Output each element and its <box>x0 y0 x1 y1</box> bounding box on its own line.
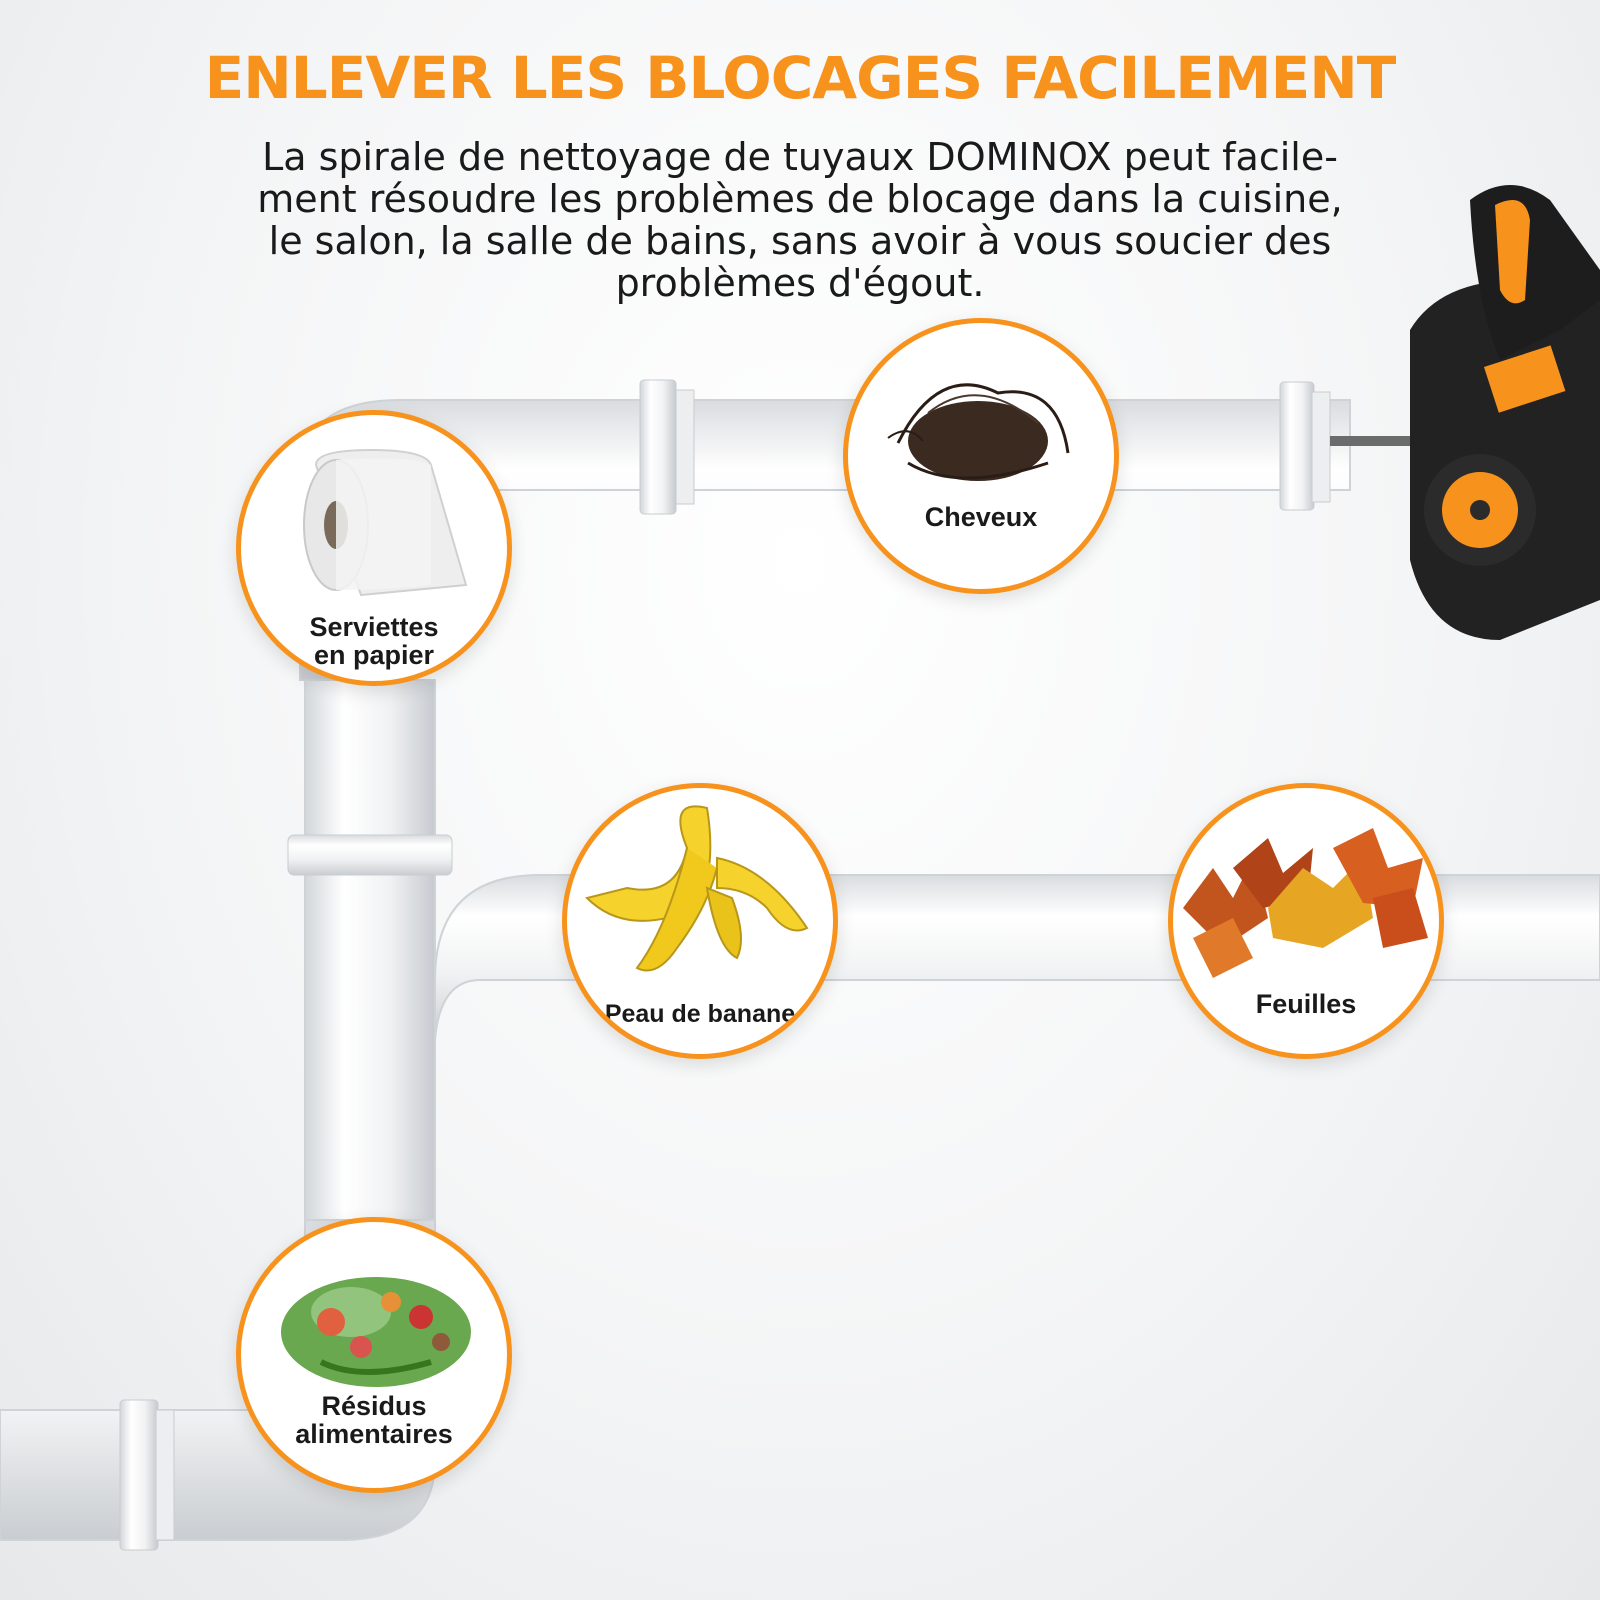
pipe-coupling <box>1279 381 1315 511</box>
pipe-coupling <box>675 389 695 505</box>
description-line: le salon, la salle de bains, sans avoir … <box>268 219 1332 263</box>
badge-label: alimentaires <box>295 1419 453 1449</box>
badge-label: Peau de banane <box>604 1000 796 1028</box>
description-line: La spirale de nettoyage de tuyaux DOMINO… <box>262 135 1338 179</box>
pipe-coupling <box>155 1409 175 1541</box>
badge-banana-peel: Peau de banane <box>562 783 838 1059</box>
badge-food-waste: Résidus alimentaires <box>236 1217 512 1493</box>
pipe-coupling <box>639 379 677 515</box>
auger-cable <box>1330 436 1420 446</box>
tool-knob-center <box>1470 500 1490 520</box>
badge-label: Résidus <box>321 1391 427 1421</box>
food-waste-icon <box>281 1277 471 1387</box>
hair-clump-icon <box>887 383 1070 481</box>
description-line: ment résoudre les problèmes de blocage d… <box>257 177 1343 221</box>
badge-hair: Cheveux <box>843 318 1119 594</box>
banana-peel-icon <box>585 805 809 972</box>
pipe-coupling <box>287 834 453 876</box>
badge-label: en papier <box>313 640 435 670</box>
description-line: problèmes d'égout. <box>615 261 985 305</box>
badge-label: Feuilles <box>1255 989 1357 1019</box>
autumn-leaves-icon <box>1183 828 1428 978</box>
tool-trigger <box>1495 200 1530 304</box>
description-text: La spirale de nettoyage de tuyaux DOMINO… <box>200 136 1400 304</box>
page-title: ENLEVER LES BLOCAGES FACILEMENT <box>204 44 1397 112</box>
pipe-coupling <box>1311 391 1331 503</box>
tool-warning-label <box>1483 345 1566 413</box>
pipe-vertical <box>304 679 436 1221</box>
drain-auger-tool <box>1330 185 1600 640</box>
badge-label: Serviettes <box>309 612 439 642</box>
toilet-paper-icon <box>303 448 468 597</box>
badge-leaves: Feuilles <box>1168 783 1444 1059</box>
pipe-coupling <box>119 1399 159 1551</box>
badge-paper-towels: Serviettes en papier <box>236 410 512 686</box>
badge-label: Cheveux <box>924 502 1038 532</box>
